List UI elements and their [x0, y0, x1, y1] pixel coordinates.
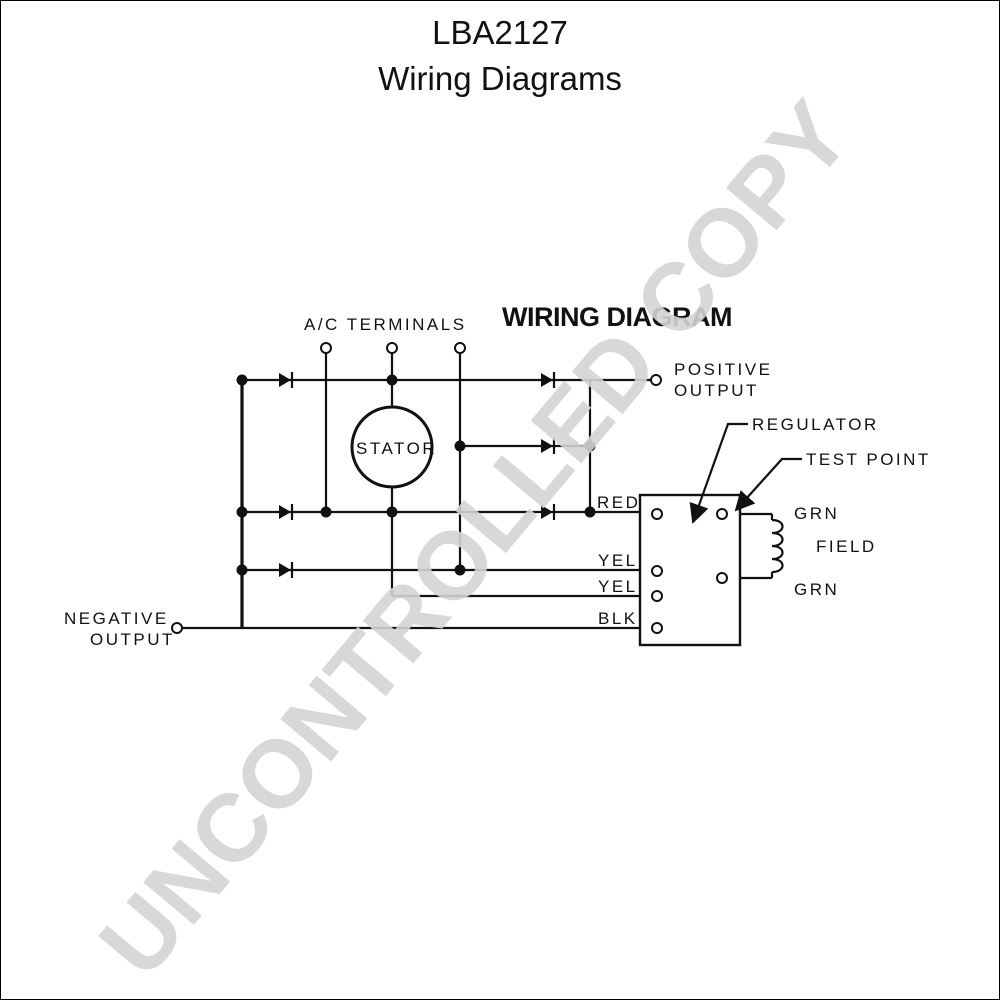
junction-dot	[584, 440, 596, 452]
yel-wire-label-1: YEL	[598, 551, 638, 570]
field-coil	[771, 518, 784, 574]
ac-terminal-1	[320, 342, 332, 354]
grn-top-label: GRN	[794, 504, 839, 523]
field-coil-icon	[771, 518, 784, 574]
regulator-terminal-yel-2	[651, 590, 663, 602]
regulator-terminal-field-bottom	[716, 572, 728, 584]
junction-dot	[454, 564, 466, 576]
junction-dot	[320, 506, 332, 518]
diode	[279, 504, 294, 520]
diode	[541, 372, 556, 388]
red-wire-label: RED	[597, 493, 640, 512]
negative-output-label-line-2: OUTPUT	[90, 630, 175, 649]
diode	[279, 372, 294, 388]
diagram-heading: WIRING DIAGRAM	[502, 302, 732, 332]
blk-wire-label: BLK	[598, 609, 638, 628]
positive-output-label-line-2: OUTPUT	[674, 381, 759, 400]
wires	[182, 353, 774, 630]
stator: STATOR	[350, 405, 437, 489]
test-point-label: TEST POINT	[806, 450, 931, 469]
junction-dot	[236, 374, 248, 386]
regulator-leader-arrow	[689, 422, 748, 524]
part-number-title: LBA2127	[432, 14, 568, 51]
ac-terminals-label: A/C TERMINALS	[304, 315, 467, 334]
junction-dot	[386, 506, 398, 518]
stator-circle	[350, 405, 434, 489]
positive-output-label-line-1: POSITIVE	[674, 360, 772, 379]
grn-bottom-label: GRN	[794, 580, 839, 599]
ac-terminal-3	[454, 342, 466, 354]
uncontrolled-copy-watermark: UNCONTROLLED COPY	[79, 82, 871, 996]
junction-dot	[386, 374, 398, 386]
page-subtitle: Wiring Diagrams	[378, 60, 622, 97]
negative-output-terminal	[171, 622, 183, 634]
junction-dot	[584, 506, 596, 518]
regulator-terminal-yel-1	[651, 565, 663, 577]
terminals	[171, 342, 662, 634]
regulator-terminal-blk	[651, 622, 663, 634]
diode	[541, 504, 556, 520]
negative-output-label-line-1: NEGATIVE	[64, 609, 169, 628]
field-label: FIELD	[816, 537, 877, 556]
junction-dot	[236, 506, 248, 518]
junction-dot	[454, 440, 466, 452]
regulator-terminal-red	[651, 508, 663, 520]
positive-output-terminal	[650, 374, 662, 386]
diode	[279, 562, 294, 578]
regulator-terminal-field-top	[716, 508, 728, 520]
regulator-label: REGULATOR	[752, 415, 879, 434]
title-block: LBA2127 Wiring Diagrams	[0, 10, 1000, 102]
ac-terminal-2	[386, 342, 398, 354]
diode	[541, 438, 556, 454]
junction-dot	[236, 564, 248, 576]
yel-wire-label-2: YEL	[598, 577, 638, 596]
regulator	[638, 493, 742, 647]
stator-label: STATOR	[356, 439, 437, 458]
test-point-leader-arrow	[734, 457, 802, 512]
diodes	[279, 372, 556, 578]
junction-dots	[236, 374, 596, 576]
